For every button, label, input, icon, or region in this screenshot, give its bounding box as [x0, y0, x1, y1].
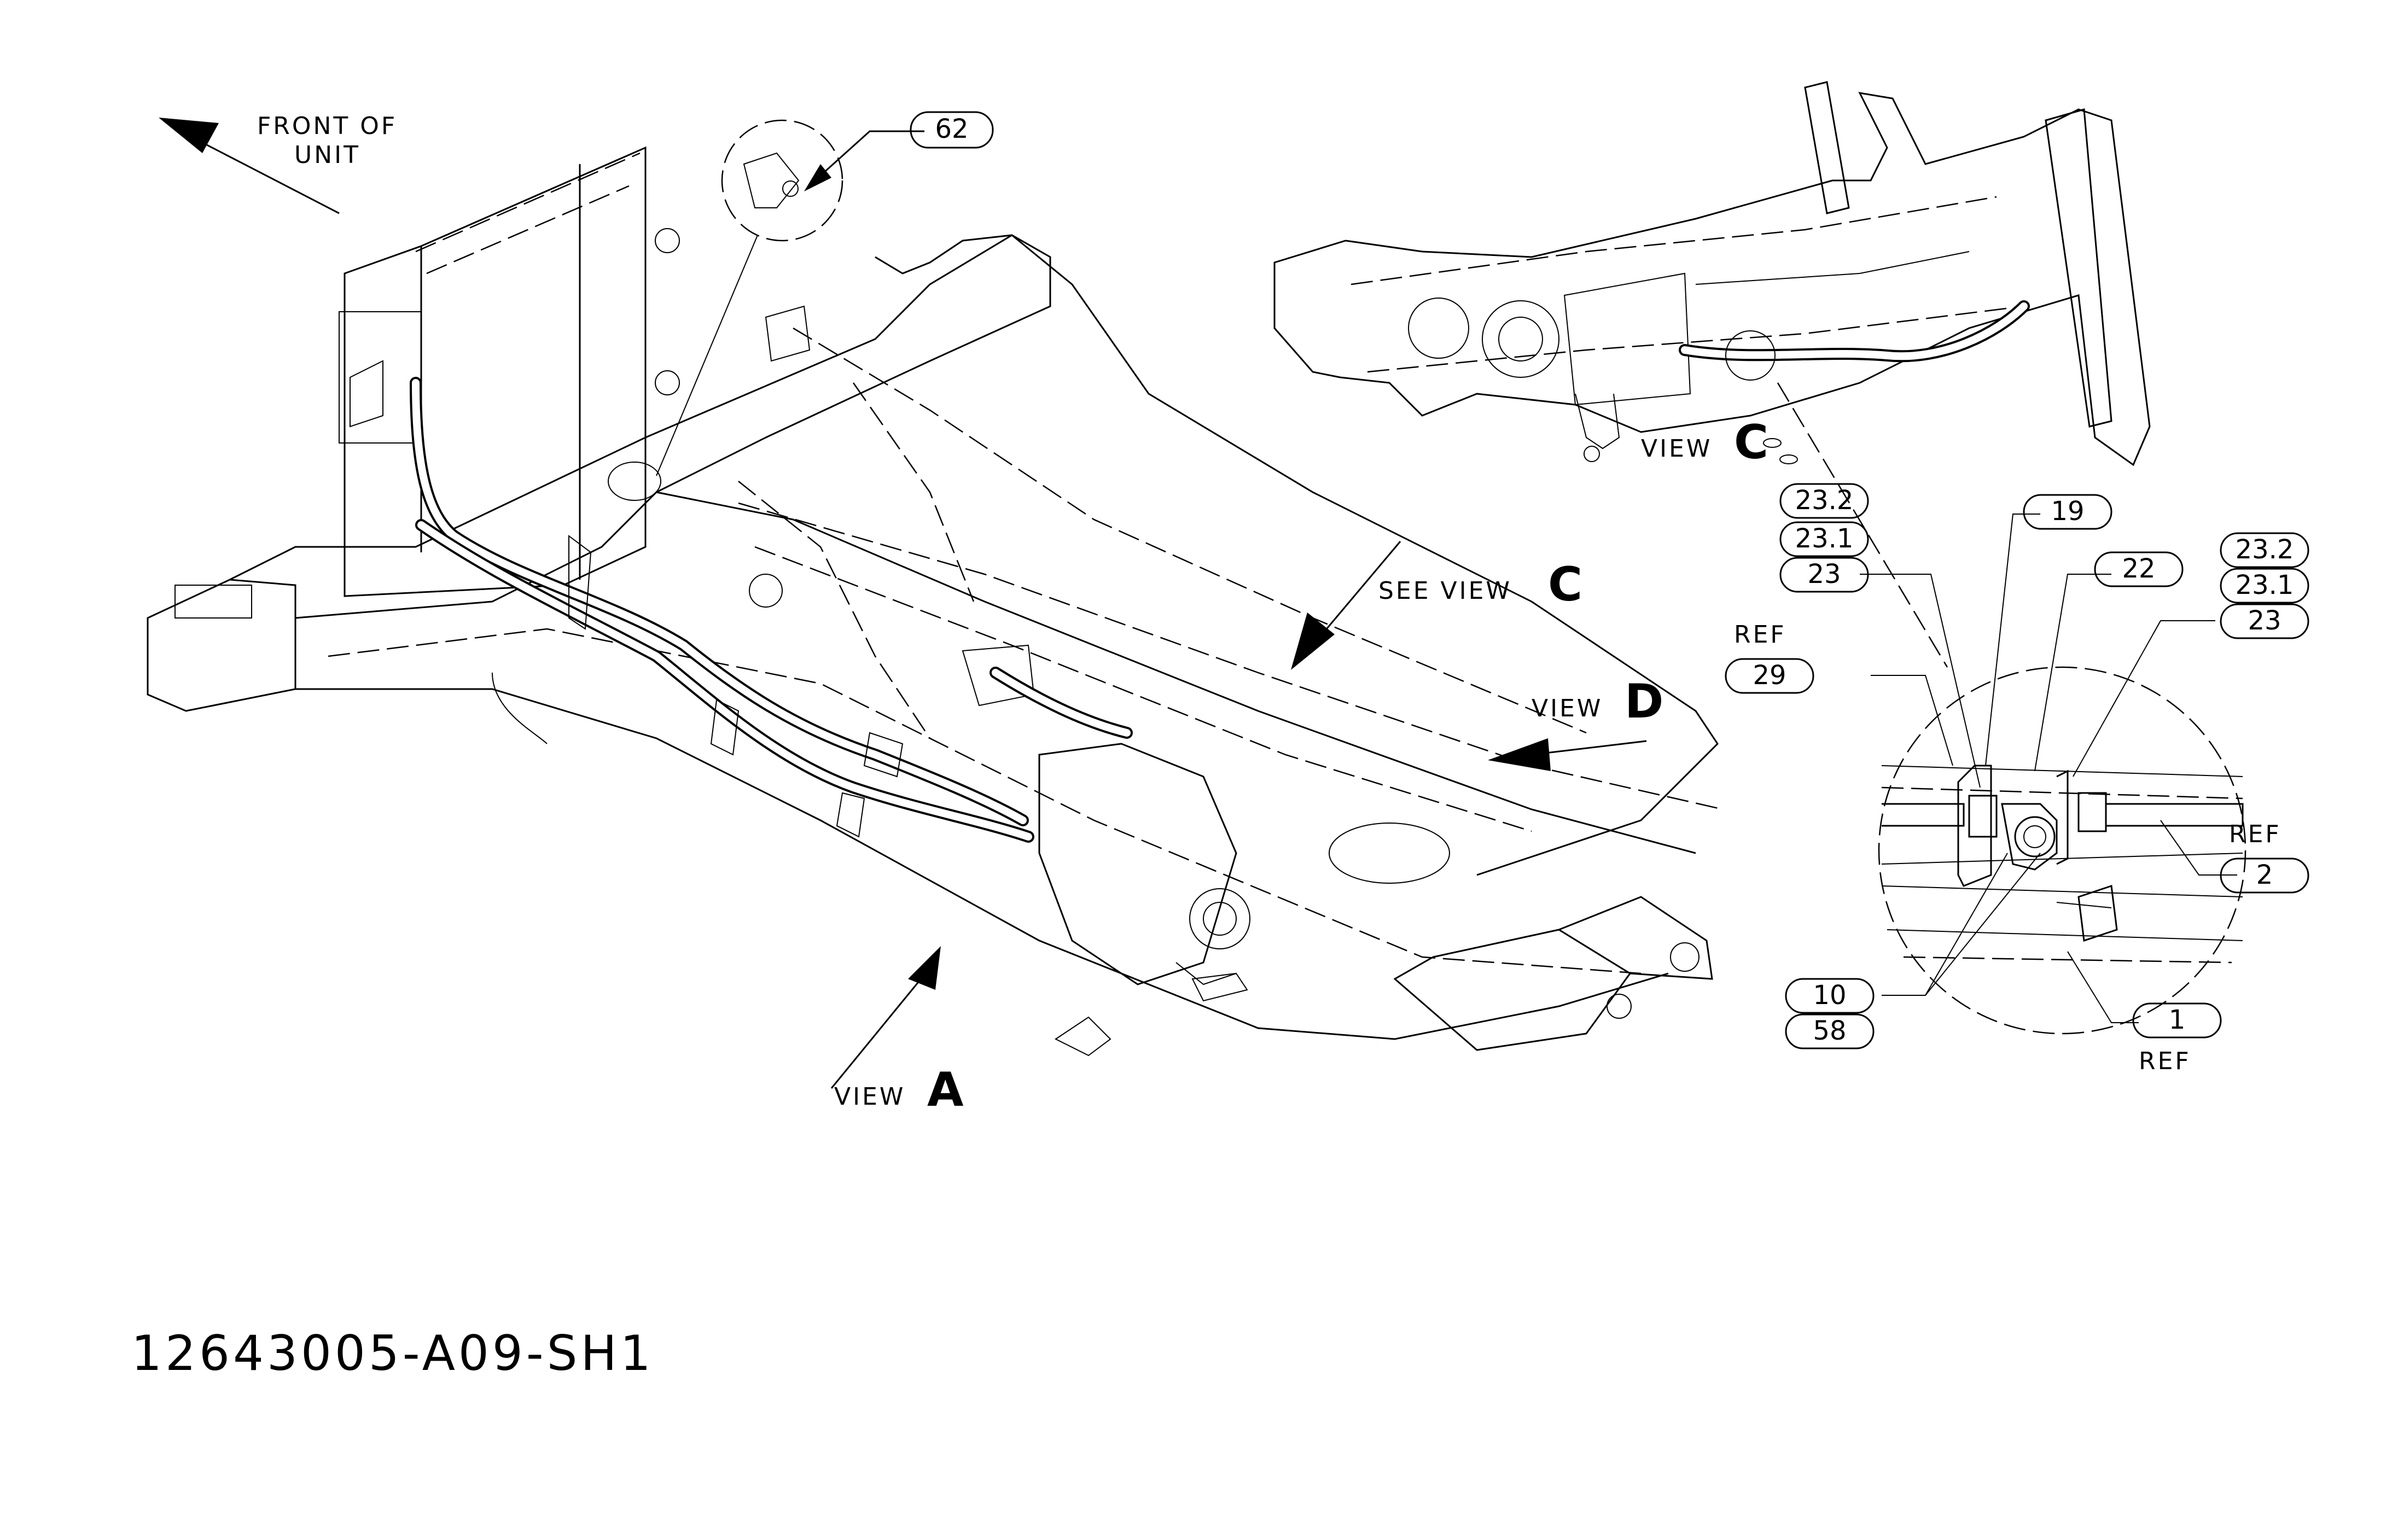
callout-58-number: 58	[1813, 1016, 1846, 1046]
view-c-letter: C	[1734, 415, 1768, 470]
ref-29-label: REF	[1734, 621, 1786, 649]
callout-23-right-number: 23	[2248, 605, 2281, 636]
callout-19-number: 19	[2051, 496, 2084, 527]
view-d-letter: D	[1625, 674, 1663, 729]
callout-23-left-number: 23	[1807, 559, 1841, 590]
leader-62	[804, 130, 924, 191]
callout-10: 10	[1785, 978, 1875, 1014]
callout-2: 2	[2220, 858, 2309, 894]
callout-23-left: 23	[1779, 557, 1869, 593]
callout-23-1-right: 23.1	[2220, 568, 2309, 604]
drawing-number: 12643005-A09-SH1	[131, 1325, 654, 1381]
radiator	[339, 146, 680, 597]
callout-58: 58	[1785, 1013, 1875, 1049]
callout-22-number: 22	[2122, 553, 2155, 584]
callout-23-1-left-number: 23.1	[1795, 523, 1854, 554]
callout-29: 29	[1725, 658, 1814, 694]
callout-23-right: 23	[2220, 603, 2309, 639]
hose-assembly	[410, 377, 1133, 843]
detail-leaders	[1860, 514, 2237, 1023]
callout-1: 1	[2132, 1002, 2222, 1039]
callout-23-2-right: 23.2	[2220, 532, 2309, 568]
see-view-c-letter: C	[1548, 557, 1582, 612]
detail-circle-62	[608, 119, 843, 501]
arrow-see-view-c	[1291, 541, 1401, 670]
transmission	[962, 644, 1250, 1057]
callout-23-1-left: 23.1	[1779, 521, 1869, 557]
callout-1-number: 1	[2169, 1005, 2186, 1035]
callout-19: 19	[2023, 494, 2112, 530]
view-a-letter: A	[927, 1063, 964, 1117]
callout-23-2-right-number: 23.2	[2236, 534, 2294, 565]
arrow-view-a	[830, 946, 941, 1089]
detail-circle-view-c	[1878, 666, 2246, 1035]
callout-23-1-right-number: 23.1	[2236, 570, 2294, 600]
ref-2-label: REF	[2229, 820, 2281, 848]
arrow-view-d	[1488, 738, 1647, 771]
ref-1-label: REF	[2139, 1047, 2191, 1075]
view-a-label: VIEW	[834, 1083, 905, 1111]
front-of-unit-label-line1: FRONT OF	[257, 112, 397, 140]
view-d-label: VIEW	[1532, 695, 1603, 722]
callout-29-number: 29	[1753, 660, 1786, 691]
main-frame-drawing	[147, 146, 1724, 1057]
callout-62: 62	[910, 111, 994, 149]
front-bumper	[147, 579, 296, 712]
see-view-c-label: SEE VIEW	[1378, 577, 1512, 605]
front-of-unit-label-line2: UNIT	[294, 141, 360, 169]
callout-23-2-left: 23.2	[1779, 483, 1869, 519]
arrow-front-of-unit	[159, 118, 340, 214]
view-c-label: VIEW	[1641, 435, 1712, 463]
view-c-frame-drawing	[1273, 81, 2151, 466]
callout-62-number: 62	[935, 114, 968, 144]
callout-22: 22	[2094, 551, 2184, 587]
callout-2-number: 2	[2256, 860, 2273, 890]
callout-23-2-left-number: 23.2	[1795, 485, 1854, 516]
callout-10-number: 10	[1813, 980, 1846, 1011]
